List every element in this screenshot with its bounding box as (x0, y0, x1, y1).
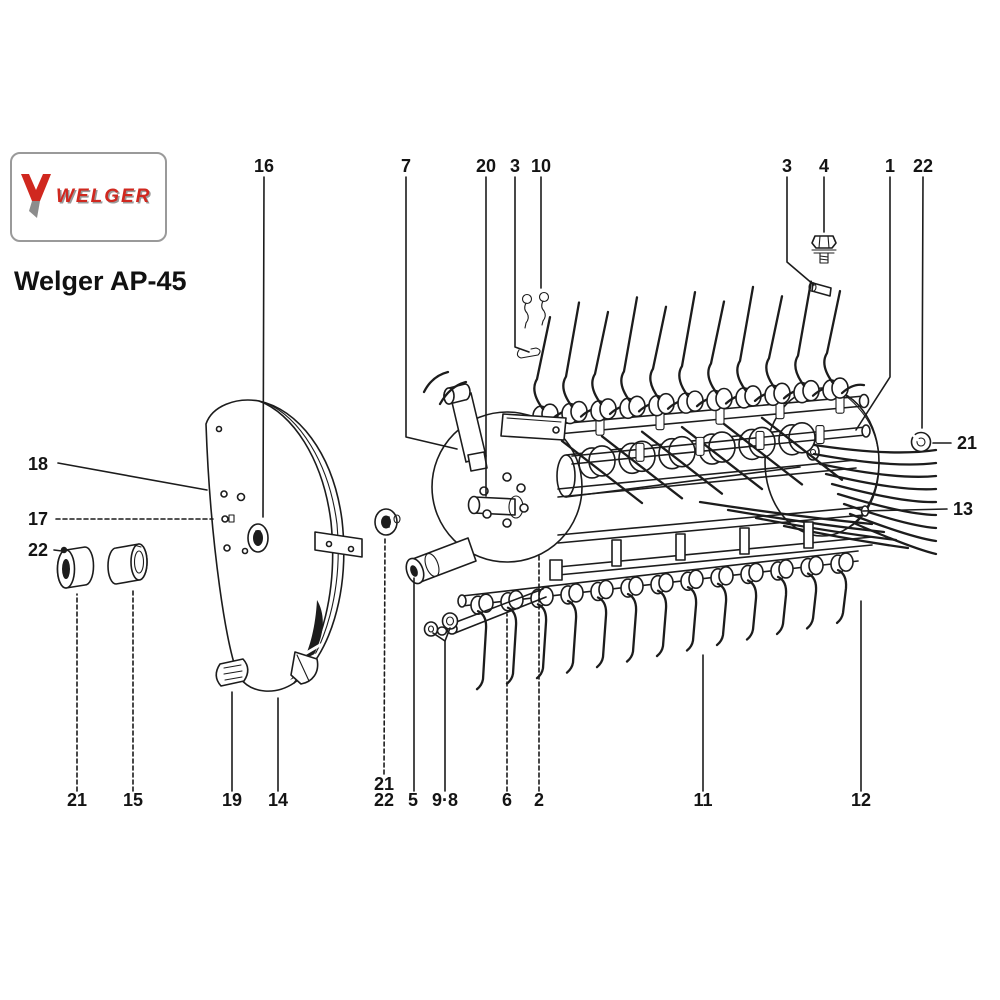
callout-14: 14 (268, 790, 288, 810)
callout-18: 18 (28, 454, 48, 474)
callout-7: 7 (401, 156, 411, 176)
callout-17: 17 (28, 509, 48, 529)
crank-arm-part (422, 370, 488, 472)
leader-line-21 (383, 537, 386, 775)
clevis-pin-part (808, 281, 832, 297)
shaft-collar-part (56, 546, 95, 589)
callout-2: 2 (534, 790, 544, 810)
lock-ring-part (374, 508, 401, 536)
page-title: Welger AP-45 (14, 266, 187, 296)
callout-21: 21 (957, 433, 977, 453)
leader-line-22 (53, 549, 63, 552)
callout-3: 3 (782, 156, 792, 176)
leader-line-16 (262, 176, 265, 518)
leader-line-9·8 (444, 627, 451, 642)
leader-line-9·8 (432, 632, 446, 792)
callout-22: 22 (374, 790, 394, 810)
callout-4: 4 (819, 156, 829, 176)
callout-3: 3 (510, 156, 520, 176)
callout-22: 22 (28, 540, 48, 560)
callout-9·8: 9·8 (432, 790, 458, 810)
cotter-pin-parts (516, 291, 550, 359)
bottom-tines (470, 552, 854, 691)
callout-21: 21 (67, 790, 87, 810)
leader-line-3 (514, 176, 530, 353)
frame-rails (549, 459, 873, 581)
disc-bracket (314, 531, 363, 558)
callout-1: 1 (885, 156, 895, 176)
callout-15: 15 (123, 790, 143, 810)
bar-end-plate (500, 413, 567, 441)
callout-10: 10 (531, 156, 551, 176)
callout-20: 20 (476, 156, 496, 176)
reel-hub (467, 472, 529, 528)
callout-16: 16 (254, 156, 274, 176)
welger-logo-box: WELGER (10, 152, 167, 242)
stub-shaft-part (405, 537, 477, 585)
callout-13: 13 (953, 499, 973, 519)
callout-6: 6 (502, 790, 512, 810)
disc-hub (247, 523, 269, 553)
spring-clip-part (215, 658, 249, 687)
bushing-part (107, 543, 148, 585)
leader-line-1 (855, 176, 891, 431)
callout-19: 19 (222, 790, 242, 810)
callout-12: 12 (851, 790, 871, 810)
cam-disc-part (205, 399, 363, 692)
leader-line-18 (57, 462, 208, 491)
washer-nut-parts (423, 612, 459, 637)
leader-line-22 (921, 176, 924, 429)
welger-v-icon (21, 174, 51, 218)
leader-line-3 (786, 176, 815, 286)
callout-5: 5 (408, 790, 418, 810)
leader-line-7 (405, 176, 458, 450)
callout-11: 11 (693, 790, 712, 810)
callout-21: 21 (374, 774, 394, 794)
leader-line-13 (862, 508, 948, 512)
lock-washer-part (910, 431, 932, 453)
welger-logo-text: WELGER (56, 186, 152, 207)
callout-22: 22 (913, 156, 933, 176)
bolt-part (811, 235, 837, 264)
